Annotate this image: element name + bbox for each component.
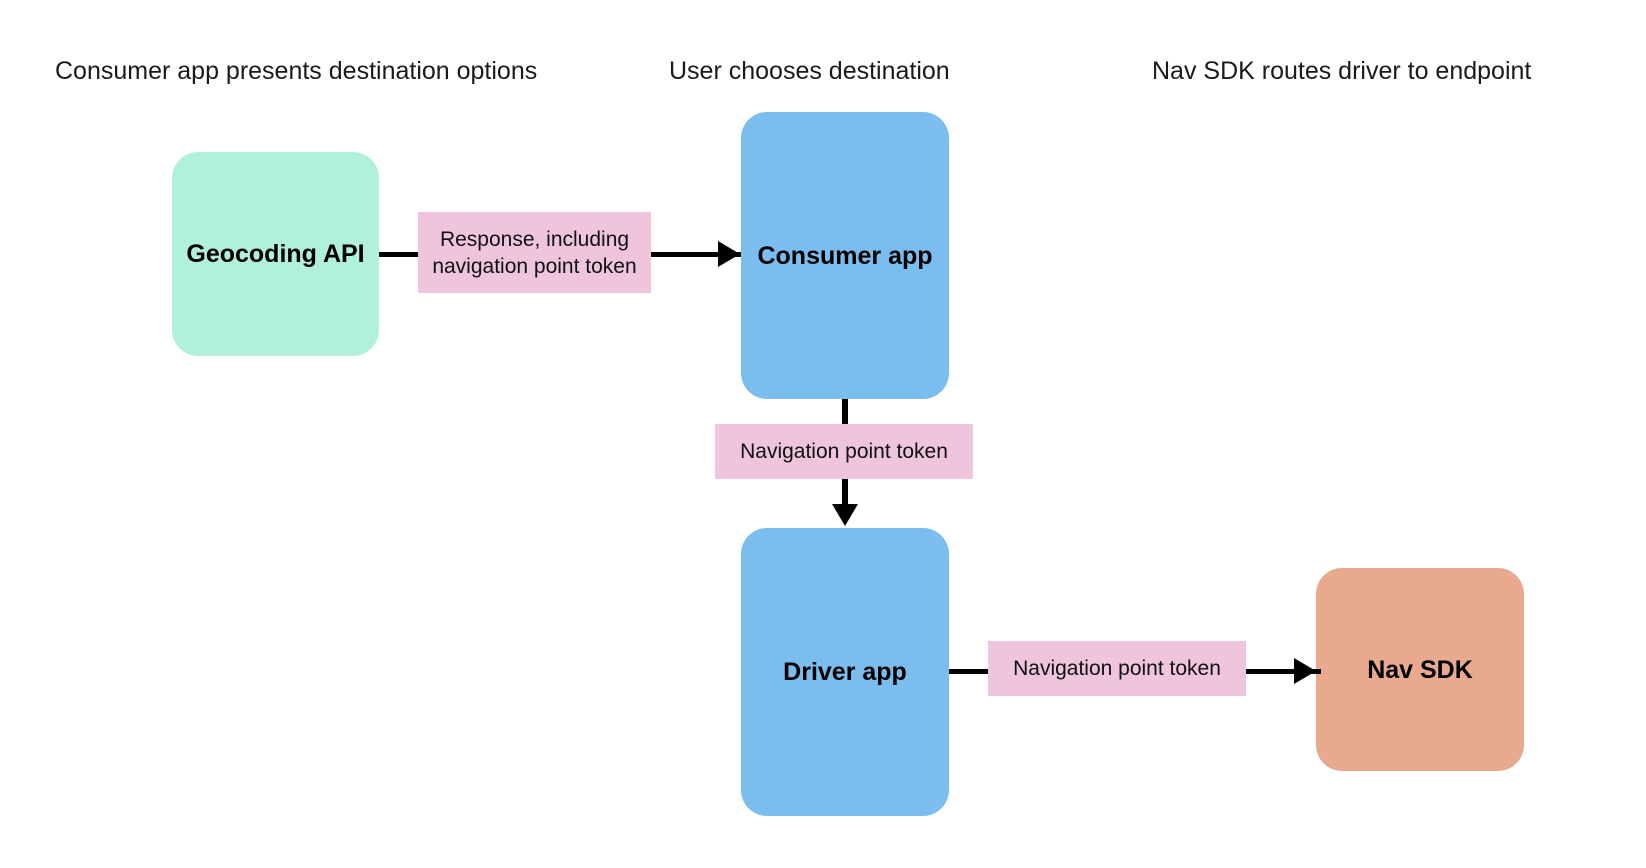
arrowhead-driver-to-navsdk-icon (1294, 658, 1316, 684)
node-consumer-app-label: Consumer app (757, 241, 933, 270)
node-driver-app-label: Driver app (783, 658, 907, 686)
edge-label-response-text: Response, including navigation point tok… (432, 227, 637, 278)
node-geocoding-api-label: Geocoding API (186, 240, 365, 268)
column-heading-nav-sdk-routes-driver: Nav SDK routes driver to endpoint (1152, 57, 1532, 85)
column-heading-user-chooses-destination: User chooses destination (669, 57, 950, 85)
edge-label-navigation-point-token-vertical: Navigation point token (715, 424, 973, 479)
node-nav-sdk[interactable]: Nav SDK (1316, 568, 1524, 771)
edge-label-navigation-point-token-horizontal-text: Navigation point token (1013, 657, 1221, 680)
column-heading-consumer-app-presents: Consumer app presents destination option… (55, 57, 538, 85)
node-driver-app[interactable]: Driver app (741, 528, 949, 816)
node-consumer-app[interactable]: Consumer app (741, 112, 949, 399)
node-nav-sdk-label: Nav SDK (1367, 655, 1473, 684)
edge-label-navigation-point-token-vertical-text: Navigation point token (740, 440, 948, 463)
edge-label-navigation-point-token-horizontal: Navigation point token (988, 641, 1246, 696)
edge-label-response-including-navigation-point-token: Response, including navigation point tok… (418, 212, 651, 293)
arrowhead-geocoding-to-consumer-icon (718, 241, 740, 267)
arrowhead-consumer-to-driver-icon (832, 504, 858, 526)
node-geocoding-api[interactable]: Geocoding API (172, 152, 379, 356)
